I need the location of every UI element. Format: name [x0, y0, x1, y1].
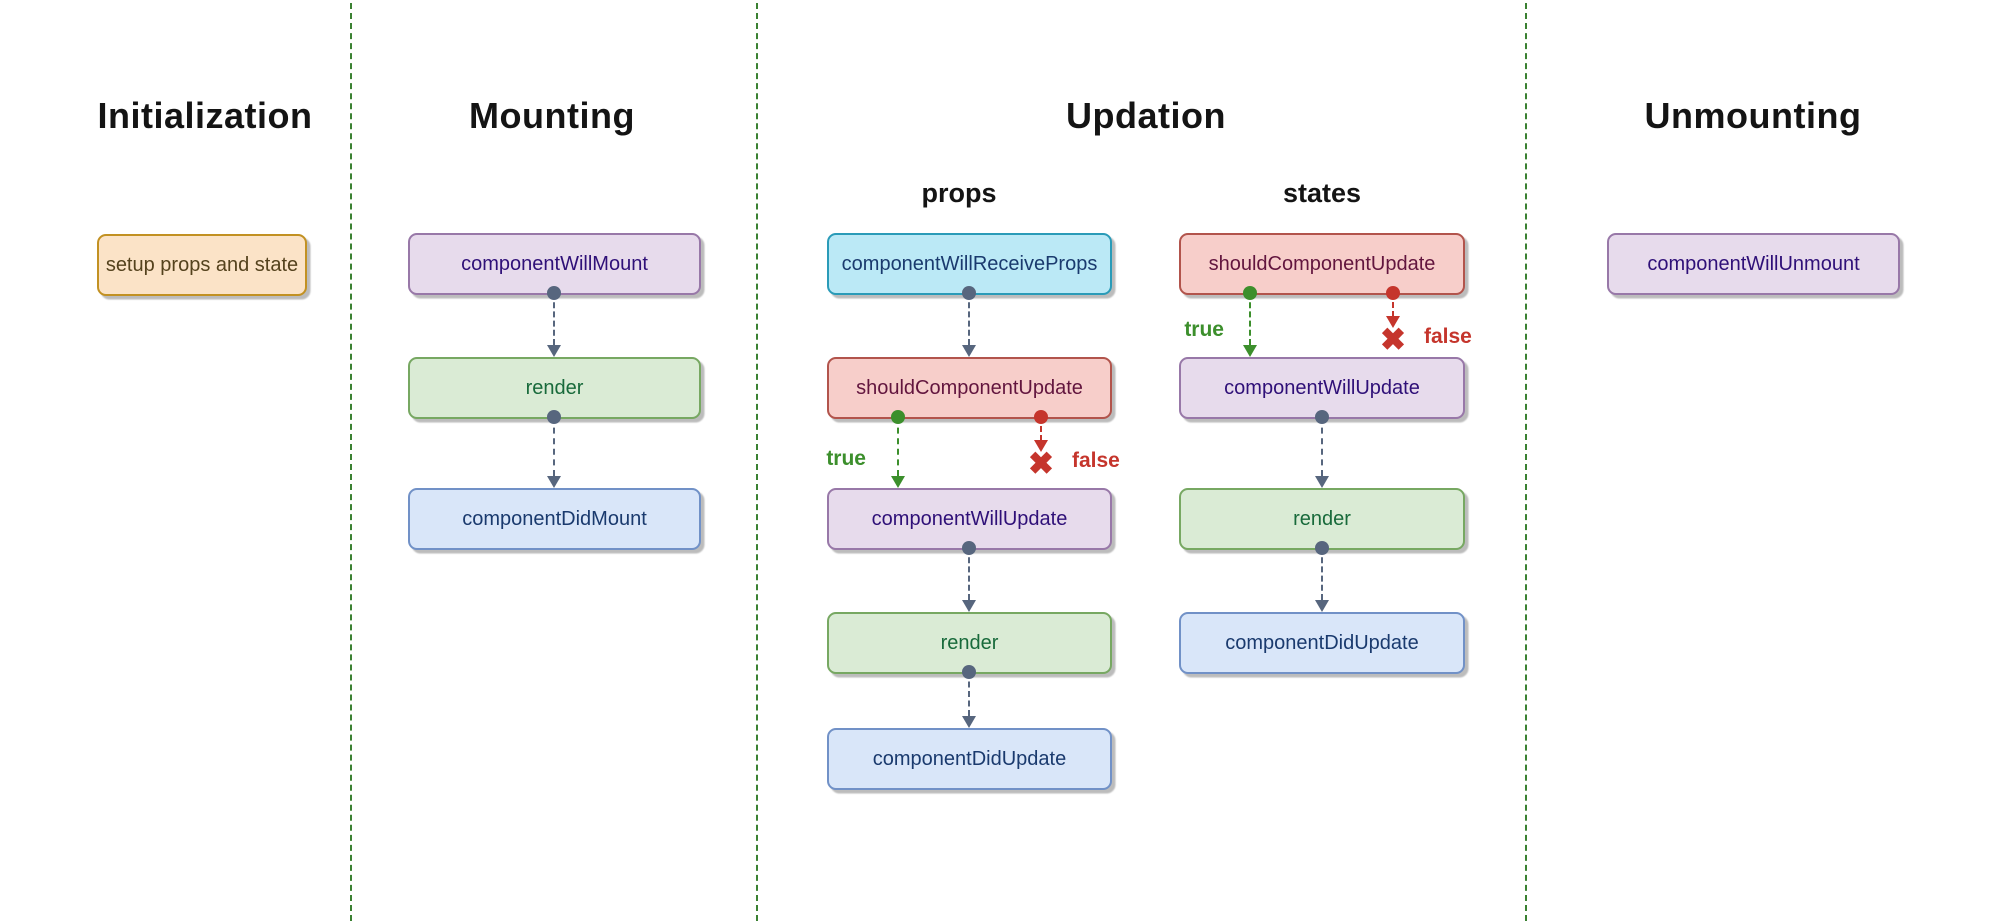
section-divider	[756, 3, 758, 921]
arrowhead-icon	[1386, 316, 1400, 328]
node-component-did-update: componentDidUpdate	[827, 728, 1112, 790]
edge-line	[553, 417, 555, 476]
edge-label-false: false	[1072, 449, 1120, 472]
edge-line	[1321, 548, 1323, 600]
arrowhead-icon	[547, 476, 561, 488]
edge-line	[553, 293, 555, 345]
false-cross-icon: ✖	[1380, 322, 1406, 357]
edge-label-true: true	[1184, 318, 1224, 341]
node-component-will-receive-props: componentWillReceiveProps	[827, 233, 1112, 295]
edge-line-true	[897, 417, 899, 476]
node-setup-props-and-state: setup props and state	[97, 234, 307, 296]
arrowhead-icon	[891, 476, 905, 488]
node-component-will-update: componentWillUpdate	[1179, 357, 1465, 419]
node-should-component-update: shouldComponentUpdate	[827, 357, 1112, 419]
node-component-will-mount: componentWillMount	[408, 233, 701, 295]
edge-label-false: false	[1424, 325, 1472, 348]
section-title-initialization: Initialization	[97, 95, 313, 136]
arrowhead-icon	[1315, 476, 1329, 488]
section-title-updation: Updation	[1066, 95, 1226, 136]
section-divider	[350, 3, 352, 921]
arrowhead-icon	[962, 600, 976, 612]
node-component-did-mount: componentDidMount	[408, 488, 701, 550]
arrowhead-icon	[962, 345, 976, 357]
arrowhead-icon	[1034, 440, 1048, 452]
edge-line	[968, 293, 970, 345]
section-title-mounting: Mounting	[469, 95, 635, 136]
node-render: render	[1179, 488, 1465, 550]
column-title-props: props	[921, 178, 997, 208]
edge-line-false	[1040, 417, 1042, 441]
edge-label-true: true	[826, 447, 866, 470]
edge-line-true	[1249, 293, 1251, 345]
node-render: render	[827, 612, 1112, 674]
edge-line	[968, 548, 970, 600]
node-should-component-update: shouldComponentUpdate	[1179, 233, 1465, 295]
edge-line	[968, 672, 970, 716]
arrowhead-icon	[547, 345, 561, 357]
edge-line-false	[1392, 293, 1394, 317]
node-component-did-update: componentDidUpdate	[1179, 612, 1465, 674]
arrowhead-icon	[1243, 345, 1257, 357]
node-component-will-update: componentWillUpdate	[827, 488, 1112, 550]
false-cross-icon: ✖	[1028, 446, 1054, 481]
edge-line	[1321, 417, 1323, 476]
column-title-states: states	[1282, 178, 1362, 208]
section-divider	[1525, 3, 1527, 921]
section-title-unmounting: Unmounting	[1644, 95, 1862, 136]
node-component-will-unmount: componentWillUnmount	[1607, 233, 1900, 295]
arrowhead-icon	[962, 716, 976, 728]
arrowhead-icon	[1315, 600, 1329, 612]
